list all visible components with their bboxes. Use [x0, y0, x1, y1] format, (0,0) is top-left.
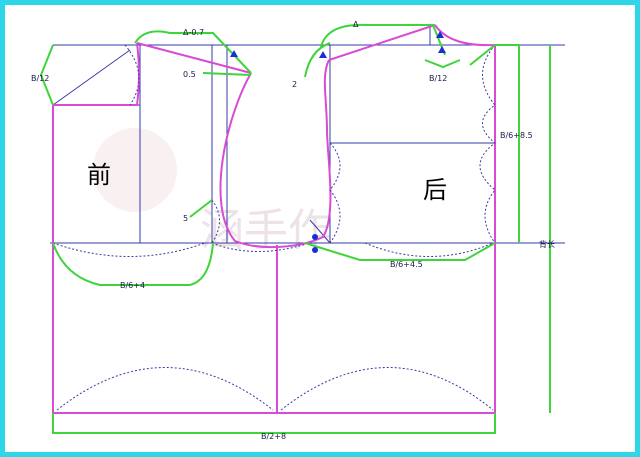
- front-label: 前: [87, 161, 111, 189]
- triangle-mark: [230, 50, 238, 57]
- pattern-diagram: 涵手作: [31, 20, 565, 441]
- watermark-logo: [93, 128, 177, 212]
- dim-b6-4: [52, 242, 214, 286]
- back-neckline: [434, 24, 496, 47]
- dot-mark: [312, 234, 318, 240]
- front-armhole-scallop: [211, 199, 220, 244]
- dot-mark: [312, 247, 318, 253]
- marks: [230, 31, 446, 253]
- pattern-outline: [52, 24, 496, 414]
- armhole-scallops: [329, 142, 341, 244]
- back-length-label: 背长: [539, 239, 555, 249]
- dim-b2-8: [52, 413, 496, 434]
- b6-45-label: B/6+4.5: [390, 260, 423, 269]
- dim-b12-right-b: [469, 44, 496, 66]
- front-neck-arc: [124, 44, 140, 106]
- grid-diag-left: [52, 49, 131, 106]
- dimension-lines: [39, 23, 551, 434]
- grid-diag-armhole: [309, 219, 331, 244]
- front-shoulder-line: [136, 42, 252, 74]
- v05-label: 0.5: [183, 70, 196, 79]
- v2-label: 2: [292, 80, 297, 89]
- triangle-mark: [438, 46, 446, 53]
- b12-left-label: B/12: [31, 74, 49, 83]
- dim-b6-45: [304, 242, 496, 261]
- triangle-mark: [319, 51, 327, 58]
- b2-8-label: B/2+8: [261, 432, 286, 441]
- dim-5: [189, 199, 213, 218]
- watermark: 涵手作: [93, 128, 332, 256]
- b6-85-label: B/6+8.5: [500, 131, 533, 140]
- front-chest-arc: [52, 242, 206, 257]
- dim-delta-minus: [134, 30, 252, 74]
- back-chest-arc: [364, 242, 494, 257]
- dim-b12-left: [39, 44, 54, 106]
- dashed-guides: [52, 44, 496, 411]
- watermark-text: 涵手作: [200, 205, 332, 256]
- underarm-scallop: [211, 242, 311, 252]
- delta-label: Δ: [353, 20, 359, 29]
- back-shoulder-line: [328, 24, 436, 61]
- v5-label: 5: [183, 214, 188, 223]
- b12-right-label: B/12: [429, 74, 447, 83]
- dim-05: [202, 72, 252, 76]
- back-label: 后: [423, 176, 447, 204]
- b6-4-label: B/6+4: [120, 281, 145, 290]
- back-side-scallops: [479, 44, 496, 244]
- dim-b12-right: [424, 59, 461, 69]
- armhole-curve: [219, 59, 332, 249]
- front-hem-arc: [56, 367, 274, 411]
- dim-delta: [320, 23, 435, 48]
- delta-minus-label: Δ-0.7: [183, 28, 204, 37]
- triangle-mark: [436, 31, 444, 38]
- back-hem-arc: [280, 367, 494, 411]
- dim-2: [304, 42, 331, 78]
- dim-b6-85: [495, 44, 520, 243]
